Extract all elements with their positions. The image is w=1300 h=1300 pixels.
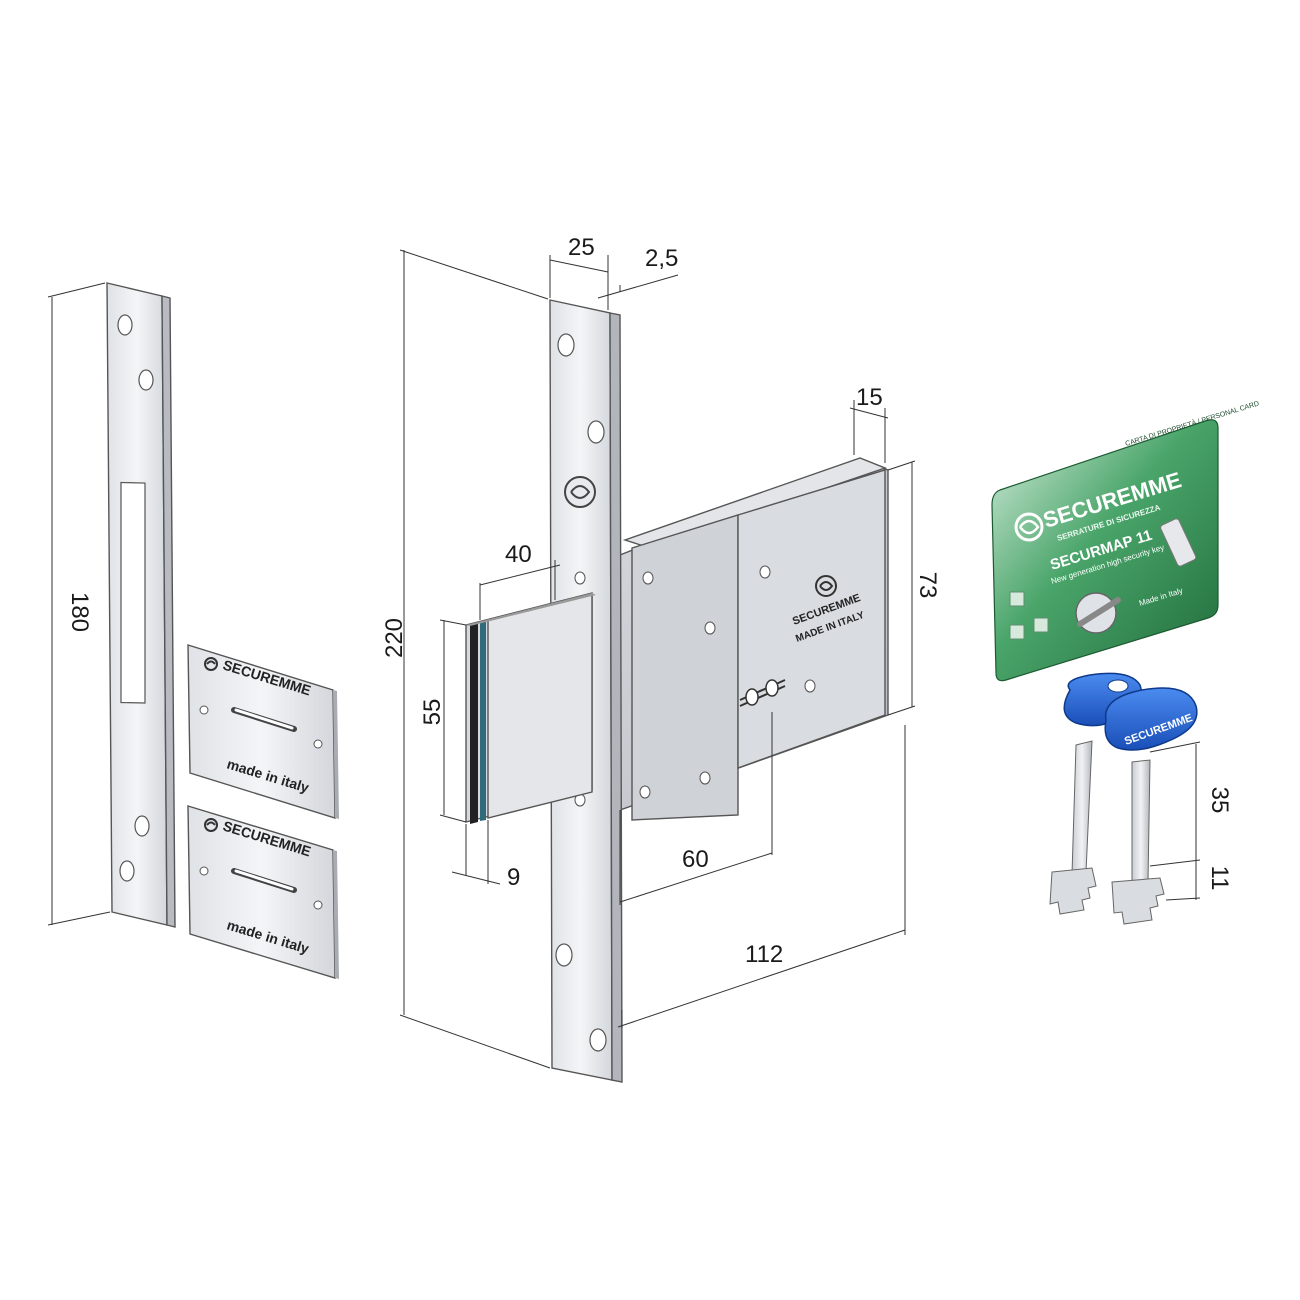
cover-plate-bottom: SECUREMME made in italy <box>187 805 339 979</box>
dimension-faceplate-thickness: 2,5 <box>597 245 678 299</box>
label-73: 73 <box>914 572 941 599</box>
screw-hole <box>119 860 135 882</box>
strike-plate <box>106 282 176 928</box>
label-35: 35 <box>1206 787 1233 814</box>
label-180: 180 <box>66 592 93 632</box>
screw-hole <box>138 369 154 391</box>
securemme-logo-icon <box>204 818 218 832</box>
dimension-case-depth: 15 <box>849 384 889 463</box>
property-card: CARTA DI PROPRIETÀ / PERSONAL CARD SECUR… <box>991 399 1260 682</box>
strike-slot <box>120 481 146 704</box>
cover-plate-top: SECUREMME made in italy <box>187 644 339 819</box>
label-15: 15 <box>856 384 883 411</box>
label-55: 55 <box>419 699 446 726</box>
keys: SECUREMME <box>1049 672 1198 925</box>
dimension-bolt-projection: 40 <box>479 541 561 620</box>
label-60: 60 <box>682 846 709 873</box>
label-40: 40 <box>505 541 532 568</box>
dimension-bolt-height: 55 <box>419 619 467 823</box>
label-25: 25 <box>568 234 595 261</box>
screw-hole <box>117 314 133 336</box>
label-11: 11 <box>1206 866 1233 891</box>
label-2-5: 2,5 <box>645 245 678 272</box>
dimension-bolt-thickness: 9 <box>451 820 520 891</box>
dimension-key-bit-length: 35 <box>1149 741 1233 867</box>
dimension-case-height: 73 <box>887 460 941 716</box>
securemme-logo-icon <box>204 657 218 671</box>
securemme-logo-icon <box>815 575 837 597</box>
deadbolt <box>465 592 596 824</box>
key-front: SECUREMME <box>1104 687 1198 925</box>
dimension-case-length: 112 <box>617 725 906 1028</box>
label-9: 9 <box>507 864 520 891</box>
key-icon <box>1075 518 1197 634</box>
dimension-lock-height: 220 <box>381 249 551 1069</box>
securemme-logo-icon <box>1014 512 1044 542</box>
dimension-faceplate-width: 25 <box>549 234 609 310</box>
label-112: 112 <box>745 941 783 968</box>
label-220: 220 <box>381 618 408 658</box>
dimension-strike-height: 180 <box>47 282 111 926</box>
dimension-backset: 60 <box>619 712 773 905</box>
screw-hole <box>134 815 150 837</box>
lock-case: SECUREMME MADE IN ITALY <box>619 457 889 821</box>
dimension-key-bit-height: 11 <box>1165 860 1233 901</box>
securemme-logo-icon <box>564 476 596 508</box>
